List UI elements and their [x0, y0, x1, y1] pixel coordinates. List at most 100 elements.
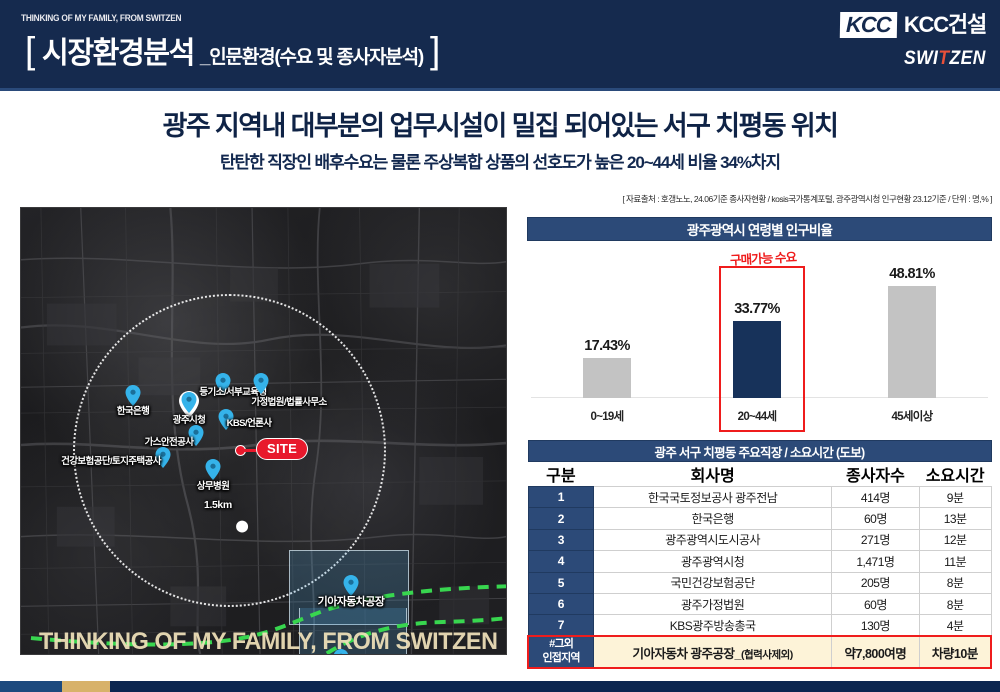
cell-index: 4 [527, 550, 595, 573]
switzen-part-2: ZEN [949, 48, 986, 70]
map-pin-icon[interactable] [181, 392, 197, 413]
cell-traveltime: 4분 [918, 614, 992, 637]
major-workplaces-table: 광주 서구 치평동 주요직장 / 소요시간 (도보) 구분 회사명 종사자수 소… [527, 440, 992, 670]
bar-value-label: 48.81% [889, 266, 935, 282]
cell-index: 6 [527, 592, 595, 616]
col-header-employees: 종사자수 [845, 468, 905, 485]
cell-employees: 60명 [831, 507, 920, 530]
cell-company: 한국은행 [593, 507, 833, 530]
header-underline [0, 88, 1000, 91]
location-map[interactable]: 1.5km 광주1호선 한국은행광주시청등기소/서부교육청가정법원/법률사무소K… [20, 207, 507, 655]
table-title: 광주 서구 치평동 주요직장 / 소요시간 (도보) [527, 440, 992, 462]
map-pin-icon[interactable] [125, 385, 141, 406]
chart-bar-group: 17.43% 0~19세 [532, 246, 682, 434]
map-poi-label: 한국은행 [116, 406, 150, 417]
map-pin-icon[interactable] [155, 447, 171, 468]
bar-category-label: 0~19세 [590, 411, 625, 423]
cell-employees: 1,471명 [831, 550, 920, 573]
cell-company: KBS광주방송총국 [593, 614, 833, 637]
table-title-row: 광주 서구 치평동 주요직장 / 소요시간 (도보) [527, 440, 992, 462]
radius-circle-1500m [73, 294, 386, 607]
headline: 광주 지역내 대부분의 업무시설이 밀집 되어있는 서구 치평동 위치 [162, 111, 839, 141]
subway-line-1 [30, 520, 506, 654]
map-pin-icon[interactable] [188, 425, 204, 446]
bracket-left-icon: [ [25, 30, 36, 71]
map-poi-label: 기아자동차공장 [317, 596, 385, 608]
col-header-traveltime: 소요시간 [925, 468, 985, 485]
chart-bar-group: 33.77% 20~44세 [682, 246, 832, 434]
highlight-outline [719, 266, 805, 432]
site-label: SITE [256, 438, 309, 460]
map-poi-label: 등기소/서부교육청 [199, 387, 267, 398]
page-title-sub: _인문환경(수요 및 종사자분석) [199, 47, 424, 68]
extra-company-sub: (협력사제외) [740, 648, 793, 661]
brand-logo-block: KCC KCC건설 SWITZEN [839, 12, 987, 70]
header-tagline: THINKING OF MY FAMILY, FROM SWITZEN [21, 13, 182, 24]
map-pin-icon[interactable] [205, 459, 221, 480]
radius-label: 1.5km [204, 499, 232, 511]
cell-company: 광주광역시청 [593, 550, 833, 573]
col-header-company: 회사명 [690, 468, 735, 485]
kcc-badge-icon: KCC [839, 12, 898, 39]
source-citation: [ 자료출처 : 호갱노노, 24.06기준 종사자현황 / kosis국가통계… [622, 194, 992, 204]
cell-traveltime: 8분 [918, 571, 992, 594]
extra-index-line2: 인접지역 [542, 652, 580, 665]
cell-index: 7 [527, 614, 595, 637]
chart-bar [733, 321, 781, 398]
subheadline: 탄탄한 직장인 배후수요는 물론 주상복합 상품의 선호도가 높은 20~44세… [220, 153, 781, 172]
map-poi-label: 광주시청 [172, 415, 206, 426]
bar-value-label: 17.43% [584, 338, 630, 354]
map-pin-icon[interactable] [218, 409, 234, 430]
bottom-strip [0, 681, 1000, 692]
page-title-main: 시장환경분석 [42, 37, 195, 70]
col-header-index: 구분 [546, 468, 576, 485]
switzen-part-1: SWI [904, 48, 939, 70]
map-pin-icon[interactable] [343, 575, 359, 596]
cell-company: 한국국토정보공사 광주전남 [593, 485, 833, 509]
map-pin-icon[interactable] [333, 649, 349, 654]
cell-employees: 130명 [831, 614, 920, 637]
kcc-logo-row: KCC KCC건설 [839, 12, 987, 39]
cell-company-extra: 기아자동차 광주공장_(협력사제외) [593, 635, 833, 670]
cell-traveltime-extra: 차량10분 [918, 635, 992, 670]
cell-employees: 414명 [831, 485, 920, 509]
bracket-right-icon: ] [430, 30, 441, 71]
cell-traveltime: 9분 [918, 485, 992, 509]
cell-employees: 205명 [831, 571, 920, 594]
chart-panel-title: 광주광역시 연령별 인구비율 [527, 217, 992, 241]
cell-traveltime: 13분 [918, 507, 992, 530]
bar-value-label: 33.77% [734, 301, 780, 317]
map-watermark: THINKING OF MY FAMILY, FROM SWITZEN [39, 628, 498, 655]
map-pin-icon[interactable] [253, 373, 269, 394]
map-poi-label: KBS/언론사 [226, 418, 272, 429]
extra-company-main: 기아자동차 광주공장_ [632, 646, 742, 661]
bottom-strip-accent-blue [0, 681, 62, 692]
switzen-part-t: T [938, 48, 950, 70]
kcc-wordmark: KCC건설 [903, 12, 987, 38]
bar-category-label: 20~44세 [737, 411, 777, 423]
map-poi-label: 상무병원 [196, 481, 230, 492]
cell-company: 광주가정법원 [593, 592, 833, 616]
cell-employees-extra: 약7,800여명 [831, 635, 920, 670]
chart-bar-group: 48.81%45세이상 [837, 246, 987, 434]
site-connector [244, 449, 258, 452]
cell-company: 국민건강보험공단 [593, 571, 833, 594]
chart-bar [583, 358, 631, 398]
map-pin-icon[interactable] [215, 373, 231, 394]
page-title: [ 시장환경분석 _인문환경(수요 및 종사자분석) ] [18, 28, 447, 72]
cell-company: 광주광역시도시공사 [593, 528, 833, 552]
map-poi-label: 가정법원/법률사무소 [251, 397, 327, 408]
bottom-strip-accent-gold [62, 681, 110, 692]
cell-index: 5 [527, 571, 595, 594]
chart-bar [888, 286, 936, 398]
switzen-logo: SWITZEN [852, 48, 986, 70]
